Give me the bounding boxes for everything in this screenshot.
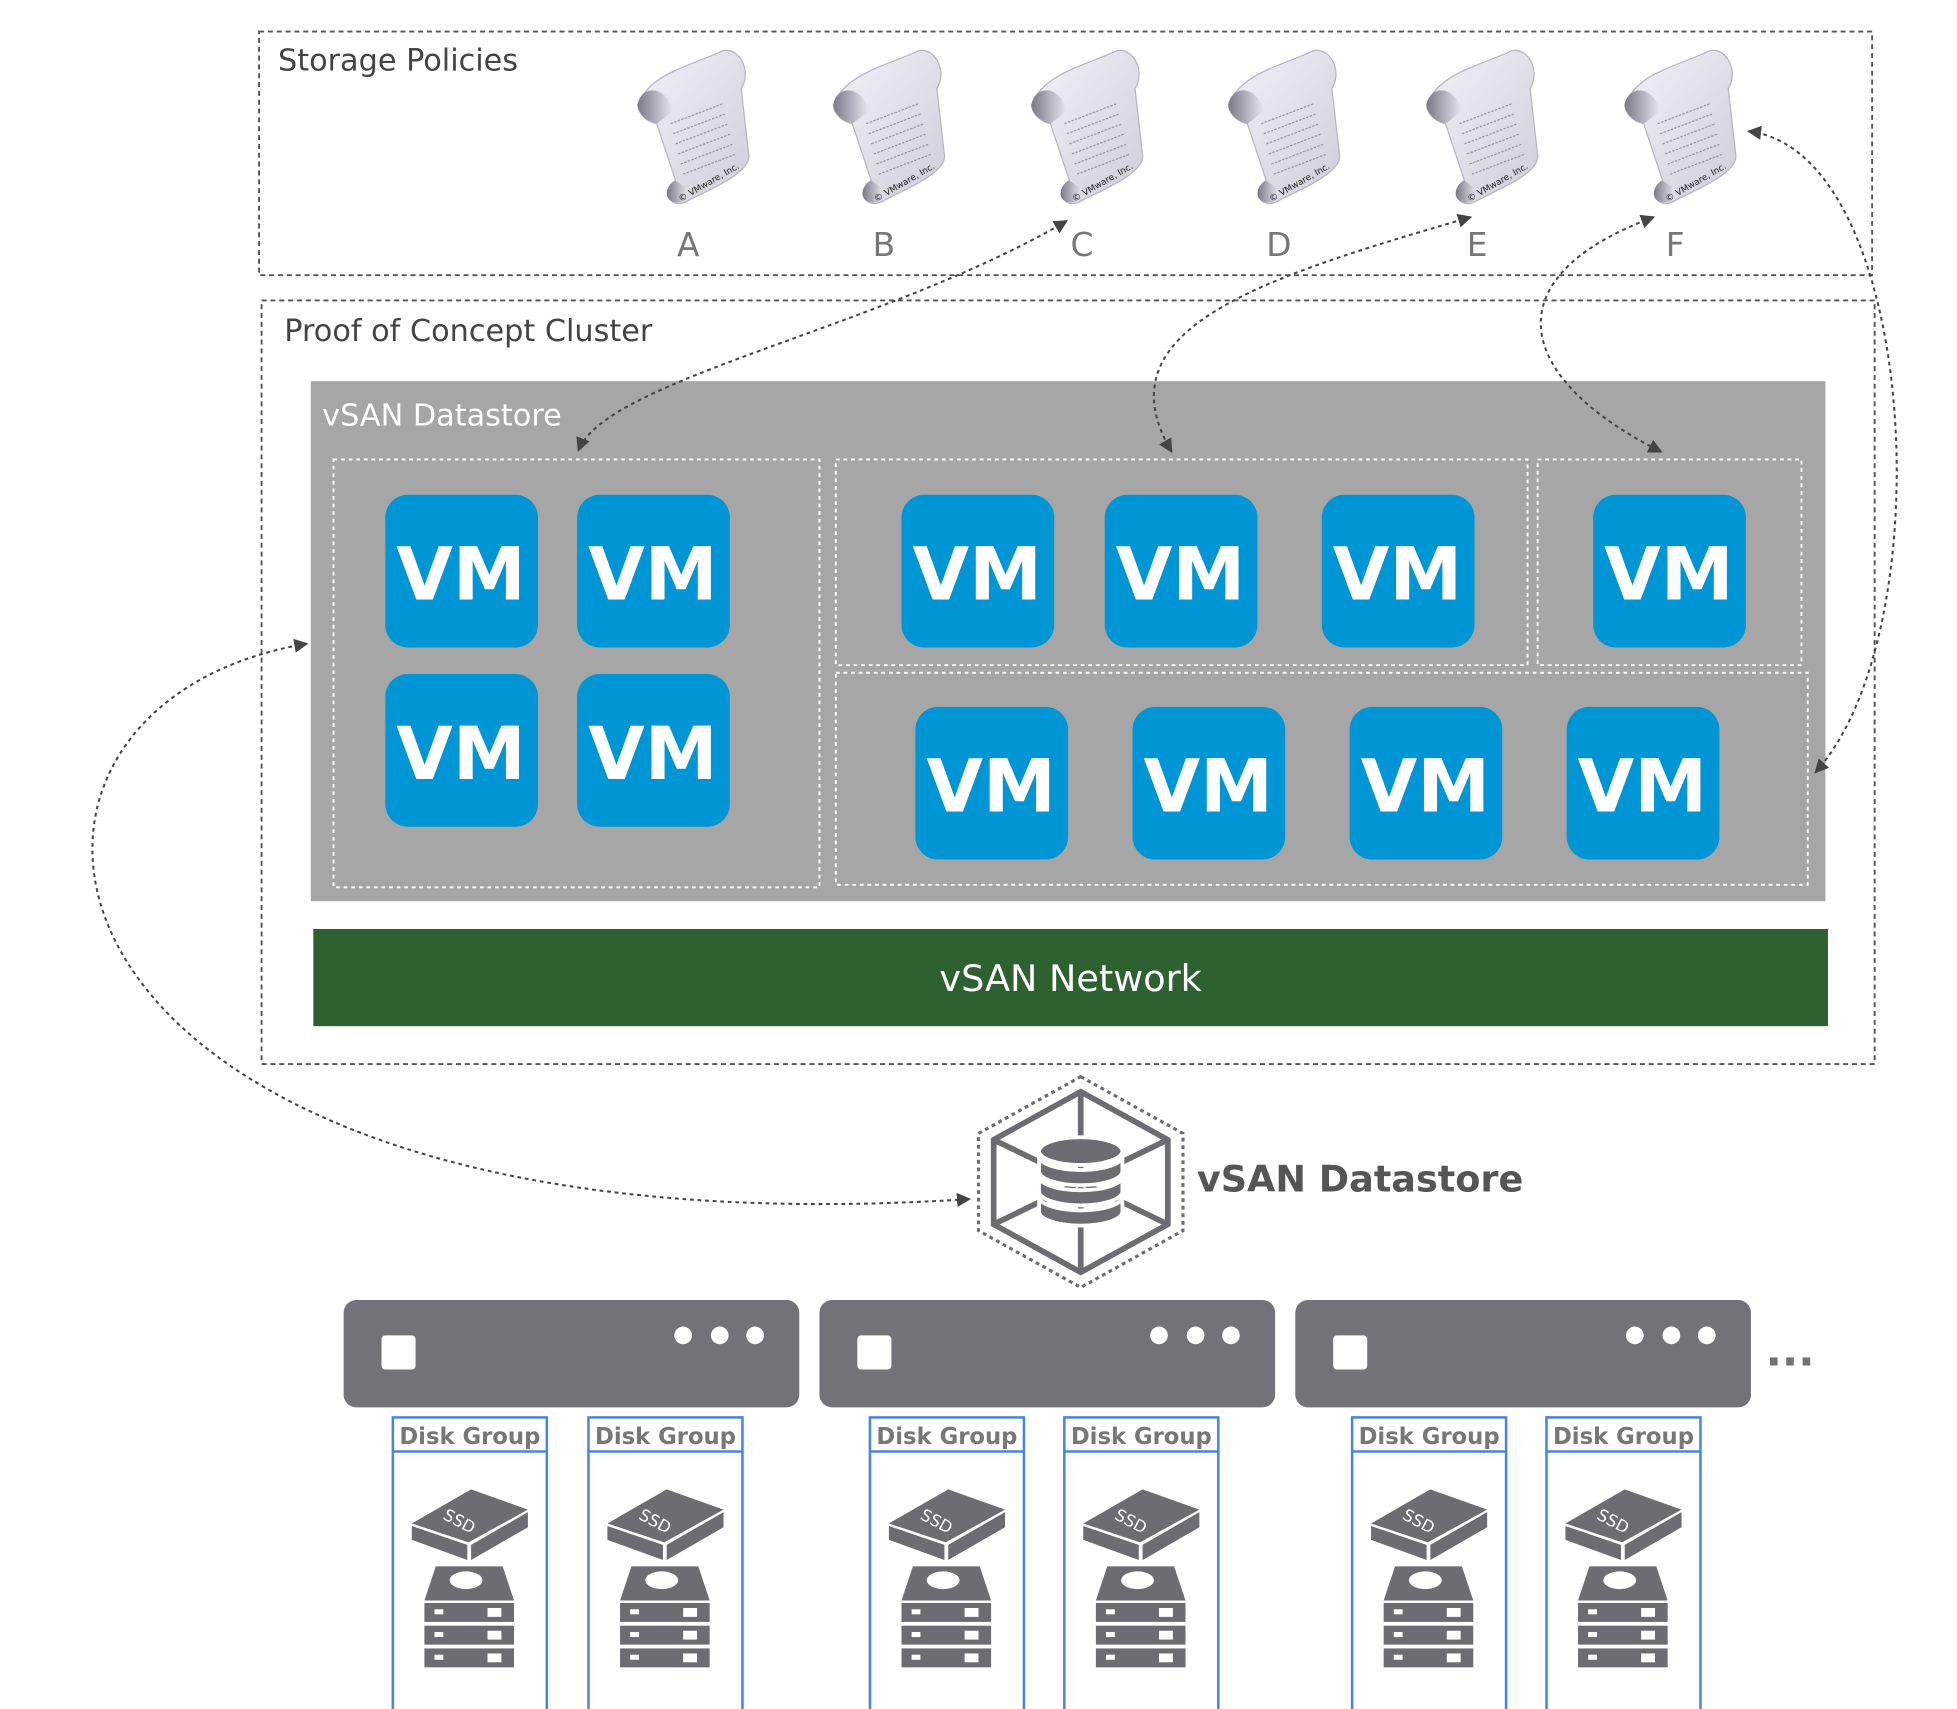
vm-group-policy-e: VM VM VM [834, 458, 1529, 667]
scroll-document-icon: © VMware, Inc. [1425, 49, 1539, 205]
storage-policy-c[interactable]: © VMware, Inc. C [1030, 49, 1144, 264]
host-status-dot [1186, 1326, 1205, 1345]
vm-group-policy-f: VM [1536, 458, 1803, 667]
host-status-dot [674, 1326, 692, 1345]
ssd-icon: SSD [411, 1489, 528, 1561]
storage-policy-a[interactable]: © VMware, Inc. A [637, 49, 750, 264]
vm-tile[interactable]: VM [1349, 706, 1503, 860]
more-hosts-indicator: ... [1766, 1327, 1815, 1377]
hdd-stack-icon [424, 1566, 515, 1668]
storage-policies-title: Storage Policies [278, 44, 518, 79]
hdd-stack-icon [1578, 1566, 1668, 1668]
datastore-connector [91, 638, 972, 1207]
policy-c-connector [576, 220, 1069, 452]
vm-tile[interactable]: VM [385, 494, 538, 648]
host-indicator [381, 1335, 416, 1370]
vsan-datastore-area-label: vSAN Datastore [322, 398, 562, 433]
host-status-dot [1150, 1326, 1168, 1345]
ssd-icon: SSD [1083, 1489, 1200, 1561]
ssd-icon: SSD [1565, 1489, 1682, 1561]
disk-group-label: Disk Group [1553, 1424, 1694, 1450]
hdd-stack-icon [1383, 1566, 1474, 1668]
vm-label: VM [588, 712, 717, 797]
vm-tile[interactable]: VM [915, 706, 1069, 860]
vm-tile[interactable]: VM [577, 674, 730, 827]
host-status-dot [1662, 1326, 1681, 1345]
ssd-icon: SSD [888, 1489, 1006, 1561]
host-indicator [1333, 1335, 1368, 1370]
vm-label: VM [396, 533, 525, 618]
vm-tile[interactable]: VM [1566, 706, 1720, 860]
vm-label: VM [926, 745, 1055, 830]
vm-label: VM [912, 533, 1041, 618]
policy-label: A [677, 226, 700, 264]
host-status-dot [1697, 1326, 1716, 1345]
vm-tile[interactable]: VM [1104, 494, 1258, 648]
ssd-icon: SSD [1371, 1489, 1488, 1561]
policy-label: F [1666, 226, 1685, 264]
vm-tile[interactable]: VM [385, 674, 538, 827]
host-status-dot [1222, 1326, 1240, 1345]
host-indicator [857, 1335, 892, 1370]
vm-group-policy-f: VM VM VM VM [834, 671, 1809, 886]
policy-label: C [1071, 226, 1094, 264]
vm-label: VM [1333, 533, 1462, 618]
disk-group-label: Disk Group [595, 1424, 736, 1450]
hdd-stack-icon [901, 1566, 992, 1668]
storage-policy-f[interactable]: © VMware, Inc. F [1624, 49, 1737, 264]
vm-label: VM [396, 712, 525, 797]
cluster-title: Proof of Concept Cluster [284, 314, 653, 349]
host-status-dot [1626, 1326, 1644, 1345]
database-hexagon-icon [976, 1074, 1185, 1290]
storage-policy-e[interactable]: © VMware, Inc. E [1425, 49, 1539, 264]
vm-tile[interactable]: VM [1593, 494, 1746, 648]
policy-label: D [1266, 226, 1291, 264]
disk-group-label: Disk Group [1071, 1424, 1212, 1450]
vsan-datastore-label: vSAN Datastore [1197, 1158, 1523, 1201]
scroll-document-icon: © VMware, Inc. [1624, 49, 1737, 205]
policy-label: E [1467, 226, 1488, 264]
policy-f-connector-2 [1747, 125, 1898, 774]
vm-label: VM [1361, 745, 1490, 830]
vm-label: VM [1143, 745, 1272, 830]
vsan-network-label: vSAN Network [939, 957, 1202, 1000]
disk-group-label: Disk Group [876, 1424, 1017, 1450]
vm-tile[interactable]: VM [901, 494, 1055, 648]
policy-label: B [873, 226, 895, 264]
scroll-document-icon: © VMware, Inc. [1030, 49, 1144, 205]
disk-group-label: Disk Group [399, 1424, 540, 1450]
scroll-document-icon: © VMware, Inc. [637, 49, 750, 205]
vm-label: VM [588, 533, 717, 618]
cluster-box [260, 299, 1876, 1065]
storage-policy-d[interactable]: © VMware, Inc. D [1227, 49, 1341, 264]
storage-policy-b[interactable]: © VMware, Inc. B [832, 49, 946, 264]
disk-group-label: Disk Group [1359, 1424, 1500, 1450]
hdd-stack-icon [620, 1566, 710, 1668]
hdd-stack-icon [1095, 1566, 1186, 1668]
scroll-document-icon: © VMware, Inc. [1227, 49, 1341, 205]
vm-tile[interactable]: VM [577, 494, 730, 648]
ssd-icon: SSD [607, 1489, 724, 1561]
policy-f-connector [1539, 214, 1663, 453]
vm-label: VM [1116, 533, 1245, 618]
vm-tile[interactable]: VM [1132, 706, 1286, 860]
vm-label: VM [1604, 533, 1733, 618]
host-status-dot [746, 1326, 764, 1345]
scroll-document-icon: © VMware, Inc. [832, 49, 946, 205]
vm-label: VM [1578, 745, 1707, 830]
vm-tile[interactable]: VM [1321, 494, 1475, 648]
host-status-dot [710, 1326, 729, 1345]
